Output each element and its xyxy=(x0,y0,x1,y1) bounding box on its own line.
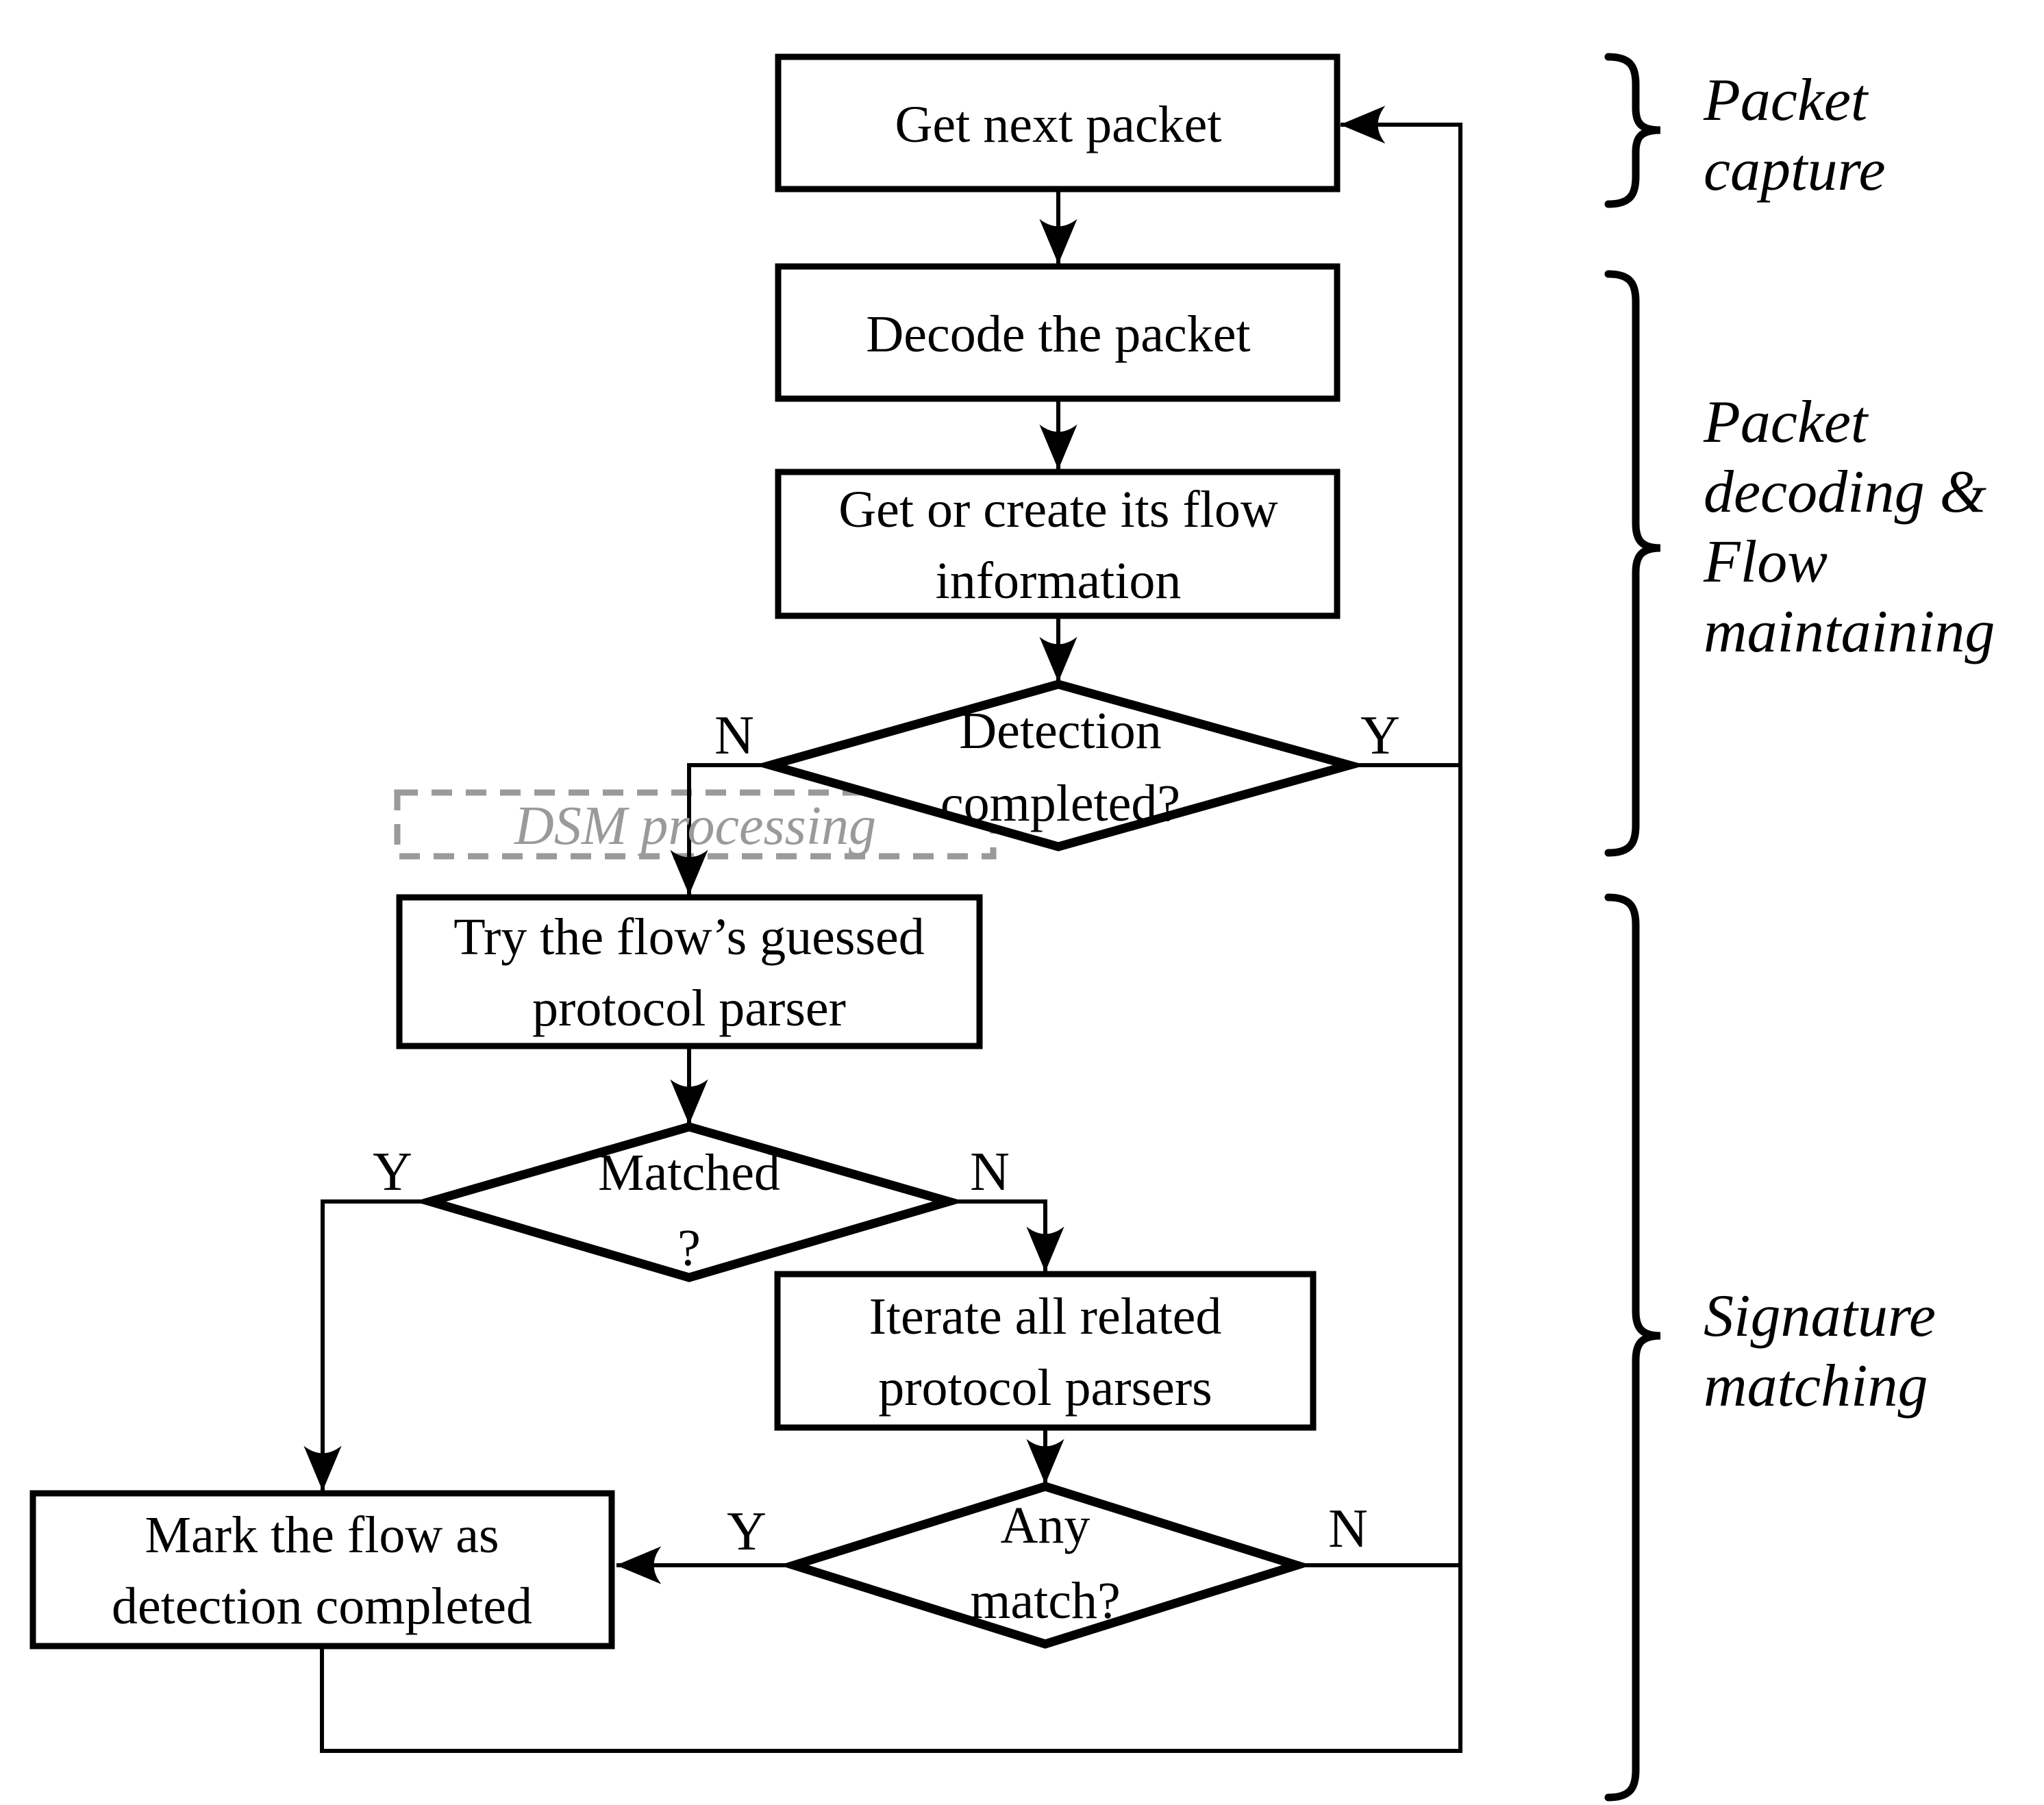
section-signature-matching-line2: matching xyxy=(1704,1353,1928,1419)
node-get-next-packet-label: Get next packet xyxy=(895,96,1222,153)
node-matched-label-line1: Matched xyxy=(598,1144,780,1202)
node-decode-packet xyxy=(775,263,1341,402)
node-get-or-create-flow xyxy=(775,469,1341,619)
section-signature-matching-line1: Signature xyxy=(1704,1283,1936,1349)
node-any-match-label-line1: Any xyxy=(1001,1497,1090,1554)
brace-signature-matching xyxy=(1604,893,1661,1802)
node-iterate-parsers-label-line1: Iterate all related xyxy=(869,1288,1222,1345)
section-packet-decoding-line4: maintaining xyxy=(1704,599,1995,665)
label-matched-no: N xyxy=(970,1142,1010,1202)
edge-matched-no-to-iterate xyxy=(949,1199,1064,1272)
node-any-match-label-line2: match? xyxy=(970,1572,1120,1630)
label-matched-yes: Y xyxy=(373,1142,412,1202)
node-detection-completed-label-line1: Detection xyxy=(959,702,1161,760)
node-get-or-create-flow-label-line1: Get or create its flow xyxy=(838,481,1278,538)
edge-return-loop xyxy=(320,105,1462,1753)
node-try-guessed-parser-label-line1: Try the flow’s guessed xyxy=(453,908,925,966)
node-get-next-packet xyxy=(775,53,1341,192)
label-detection-no: N xyxy=(714,706,754,766)
section-packet-decoding-line1: Packet xyxy=(1703,389,1869,456)
node-iterate-parsers xyxy=(774,1271,1317,1431)
section-packet-capture-line1: Packet xyxy=(1703,67,1869,134)
node-matched-label-line2: ? xyxy=(677,1219,701,1277)
edge-detection-no-to-try xyxy=(670,763,771,895)
label-detection-yes: Y xyxy=(1360,706,1400,766)
dsm-processing-label: DSM processing xyxy=(514,796,876,856)
node-detection-completed-label-line2: completed? xyxy=(940,775,1180,832)
node-mark-flow xyxy=(29,1490,615,1650)
label-any-match-yes: Y xyxy=(727,1502,766,1562)
brace-packet-decoding xyxy=(1604,270,1661,857)
label-any-match-no: N xyxy=(1328,1499,1368,1559)
node-mark-flow-label-line2: detection completed xyxy=(112,1578,532,1635)
node-get-or-create-flow-label-line2: information xyxy=(936,552,1182,610)
node-try-guessed-parser xyxy=(396,894,983,1049)
node-iterate-parsers-label-line2: protocol parsers xyxy=(878,1359,1212,1417)
section-packet-decoding-line2: decoding & xyxy=(1704,459,1987,525)
section-packet-decoding-line3: Flow xyxy=(1703,529,1828,595)
node-detection-completed xyxy=(754,680,1367,851)
node-any-match xyxy=(779,1482,1312,1649)
brace-packet-capture xyxy=(1604,53,1661,208)
node-matched xyxy=(414,1122,965,1282)
edge-matched-yes-to-mark xyxy=(303,1199,430,1491)
node-try-guessed-parser-label-line2: protocol parser xyxy=(532,980,846,1037)
section-packet-capture-line2: capture xyxy=(1704,137,1886,203)
node-mark-flow-label-line1: Mark the flow as xyxy=(145,1506,499,1564)
node-decode-packet-label: Decode the packet xyxy=(866,306,1250,363)
